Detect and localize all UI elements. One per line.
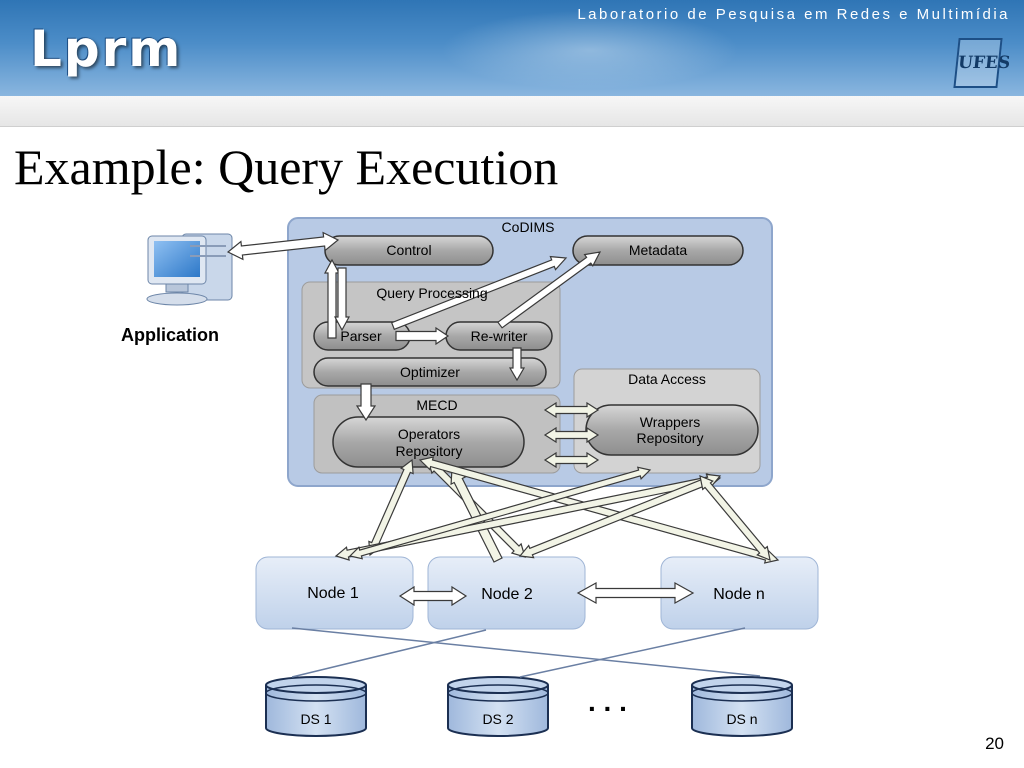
header-strip bbox=[0, 96, 1024, 127]
mecd-label: MECD bbox=[416, 397, 457, 413]
rewriter-label: Re-writer bbox=[471, 328, 528, 344]
node1-wrappers-arrow bbox=[334, 473, 722, 561]
ds-1-cylinder bbox=[265, 676, 367, 737]
header-banner: Lprm Laboratorio de Pesquisa em Redes e … bbox=[0, 0, 1024, 96]
arrow-layer bbox=[226, 231, 780, 607]
node1-wrappers-arrow-2 bbox=[348, 466, 652, 560]
node1-node2-arrow bbox=[398, 585, 468, 607]
ds-n-label: DS n bbox=[726, 711, 757, 727]
wrappers-label-line1: Wrappers bbox=[640, 414, 700, 430]
mecd-noden-arrow bbox=[418, 456, 780, 564]
parser-label: Parser bbox=[340, 328, 382, 344]
optimizer-label: Optimizer bbox=[400, 364, 460, 380]
mecd-dataaccess-arrow-1 bbox=[543, 401, 600, 419]
ellipsis: . . . bbox=[588, 686, 627, 717]
computer-icon bbox=[146, 233, 233, 306]
optimizer-operators-arrow bbox=[355, 383, 377, 422]
node-2-label: Node 2 bbox=[481, 586, 533, 603]
control-label: Control bbox=[386, 242, 431, 258]
ds-2-cylinder bbox=[447, 676, 549, 737]
rewriter-optimizer-arrow bbox=[508, 347, 526, 382]
application-label: Application bbox=[121, 325, 219, 345]
codims-label: CoDIMS bbox=[502, 219, 555, 235]
node2-wrappers-arrow bbox=[518, 473, 722, 559]
optimizer-pill bbox=[313, 357, 547, 387]
wrappers-repository-pill bbox=[585, 404, 759, 456]
lab-name: Laboratorio de Pesquisa em Redes e Multi… bbox=[577, 6, 1010, 23]
mecd-dataaccess-arrow-2 bbox=[543, 426, 600, 444]
banner-decoration bbox=[440, 10, 740, 90]
page-title: Example: Query Execution bbox=[14, 139, 559, 195]
data-access-label: Data Access bbox=[628, 371, 706, 387]
ds-1-label: DS 1 bbox=[300, 711, 331, 727]
wrappers-noden-arrow bbox=[699, 475, 771, 561]
ds-2-label: DS 2 bbox=[482, 711, 513, 727]
node-1-label: Node 1 bbox=[307, 585, 359, 602]
ds-n-cylinder bbox=[691, 676, 793, 737]
node2-noden-arrow bbox=[576, 581, 695, 605]
metadata-pill bbox=[572, 235, 744, 266]
app-control-arrow bbox=[226, 231, 340, 261]
node-ds-links bbox=[291, 627, 761, 678]
operators-label-line2: Repository bbox=[396, 443, 463, 459]
operators-label-line1: Operators bbox=[398, 426, 460, 442]
parser-metadata-arrow bbox=[390, 255, 568, 331]
rewriter-metadata-arrow bbox=[497, 251, 602, 329]
query-processing-label: Query Processing bbox=[376, 285, 487, 301]
mecd-dataaccess-arrow-3 bbox=[543, 451, 600, 469]
lprm-logo: Lprm bbox=[30, 20, 183, 78]
control-parser-arrow bbox=[333, 267, 351, 332]
wrappers-label-line2: Repository bbox=[637, 430, 704, 446]
metadata-label: Metadata bbox=[629, 242, 688, 258]
page-number: 20 bbox=[985, 734, 1004, 753]
parser-rewriter-arrow bbox=[395, 326, 450, 346]
node-n-label: Node n bbox=[713, 586, 765, 603]
node2-operators-arrow bbox=[450, 466, 503, 563]
